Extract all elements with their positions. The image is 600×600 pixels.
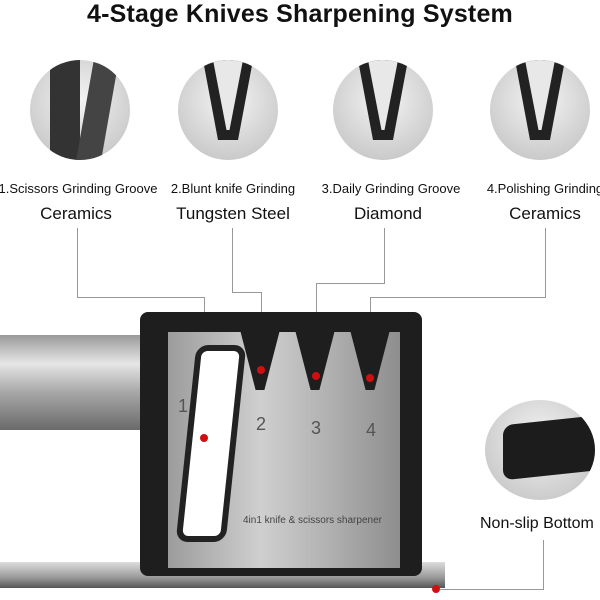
slot-number-2: 2 <box>256 414 267 434</box>
slot-detail <box>76 60 119 160</box>
leader-line <box>77 297 205 298</box>
stage-1-material: Ceramics <box>40 204 112 223</box>
marker-dot-base <box>432 585 440 593</box>
non-slip-detail-circle <box>485 400 595 500</box>
page-title: 4-Stage Knives Sharpening System <box>87 0 513 28</box>
leader-line <box>384 228 385 283</box>
leader-line <box>543 540 544 590</box>
slot-number-1: 1 <box>178 396 189 416</box>
marker-dot-1 <box>200 434 208 442</box>
detail-circle-2 <box>178 60 278 160</box>
marker-dot-2 <box>257 366 265 374</box>
slot-number-3: 3 <box>311 418 322 438</box>
leader-line <box>545 228 546 298</box>
detail-circle-3 <box>333 60 433 160</box>
leader-line <box>316 283 385 284</box>
stage-4-material: Ceramics <box>509 204 581 223</box>
leader-line <box>232 292 262 293</box>
stage-3-label: 3.Daily Grinding Groove <box>321 181 461 196</box>
detail-circle-1 <box>30 60 130 160</box>
stage-3-material: Diamond <box>353 204 423 223</box>
engraving-text: 4in1 knife & scissors sharpener <box>243 515 382 526</box>
stage-4-label: 4.Polishing Grinding <box>486 181 600 196</box>
leader-line <box>440 589 544 590</box>
stage-2-material: Tungsten Steel <box>176 204 290 223</box>
marker-dot-4 <box>366 374 374 382</box>
detail-circle-4 <box>490 60 590 160</box>
stage-1-label: 1.Scissors Grinding Groove <box>0 181 158 196</box>
slot-number-4: 4 <box>366 420 377 440</box>
stage-2-label: 2.Blunt knife Grinding <box>170 181 296 196</box>
handle-bar <box>0 335 150 430</box>
leader-line <box>370 297 546 298</box>
leader-line <box>232 228 233 293</box>
marker-dot-3 <box>312 372 320 380</box>
rubber-foot <box>503 414 595 481</box>
slot-detail <box>50 60 80 160</box>
leader-line <box>77 228 78 298</box>
non-slip-label: Non-slip Bottom <box>480 515 594 532</box>
